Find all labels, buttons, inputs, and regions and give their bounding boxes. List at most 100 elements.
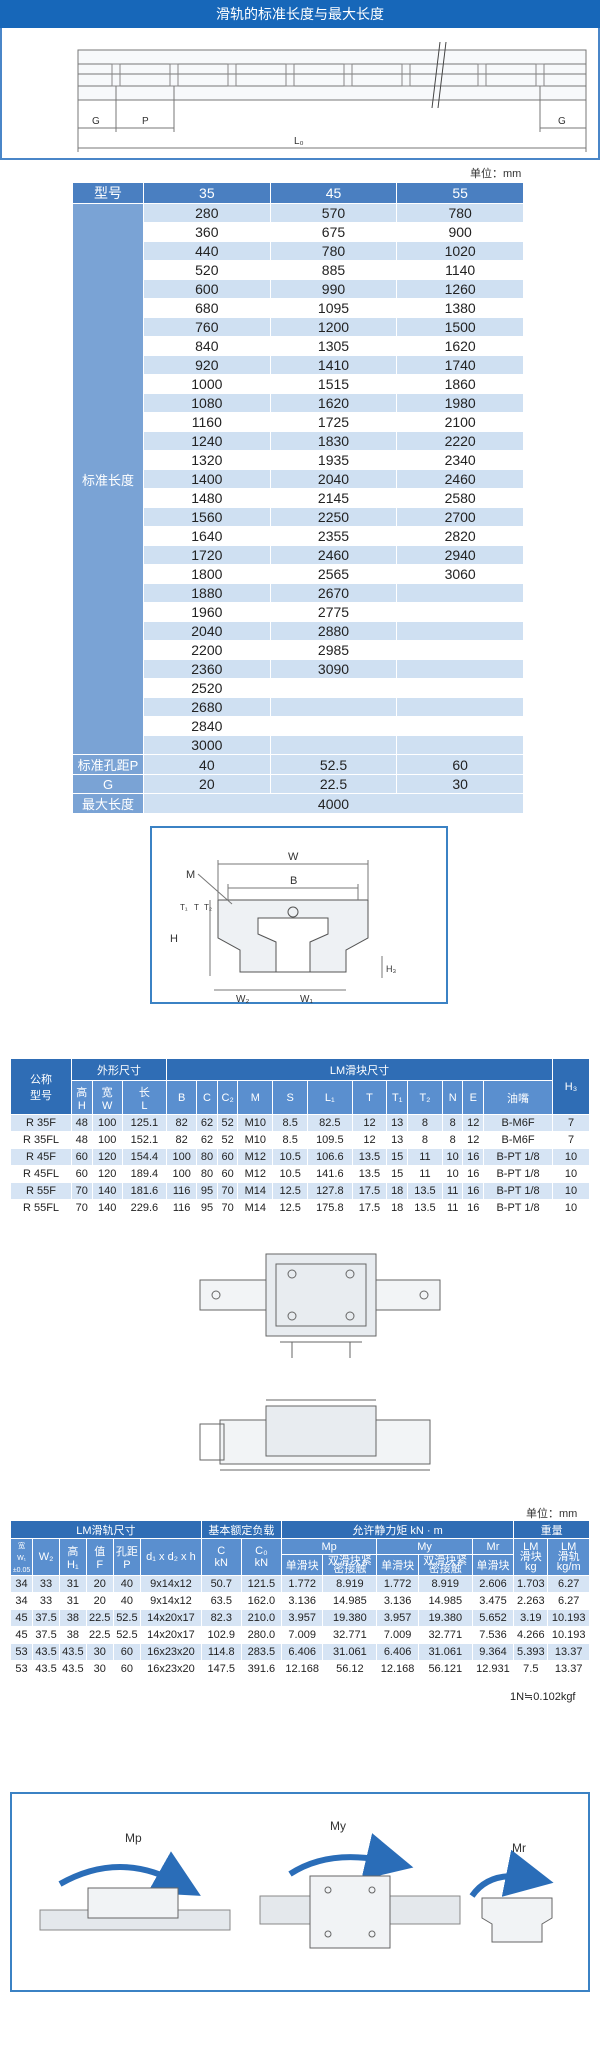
length-cell: 2340 xyxy=(396,450,524,470)
length-cell: 2200 xyxy=(143,640,271,660)
length-cell: 760 xyxy=(143,317,271,337)
load-cell: 33 xyxy=(32,1575,60,1593)
dim-h3: H₃ xyxy=(386,964,396,974)
col-group-load: 基本额定负载 xyxy=(200,1520,282,1539)
rail-load-table: LM滑轨尺寸 基本额定负载 允许静力矩 kN · m 重量 宽 W₁ ±0.05… xyxy=(9,1520,590,1678)
length-cell xyxy=(396,659,524,679)
length-cell: 280 xyxy=(143,203,271,223)
length-cell: 1260 xyxy=(396,279,524,299)
length-cell: 3060 xyxy=(396,564,524,584)
dimension-cell: 62 xyxy=(196,1131,218,1149)
load-cell: 31.061 xyxy=(417,1643,473,1661)
load-cell: 283.5 xyxy=(240,1643,282,1661)
col-c: C kN xyxy=(200,1538,242,1576)
dimension-cell: 13.5 xyxy=(407,1199,443,1217)
length-cell: 1830 xyxy=(269,431,398,451)
dimension-cell: 13 xyxy=(386,1131,408,1149)
dimension-cell: 7 xyxy=(552,1131,590,1149)
load-cell: 6.406 xyxy=(376,1643,419,1661)
length-cell xyxy=(269,735,398,755)
length-cell: 1305 xyxy=(269,336,398,356)
load-cell: 40 xyxy=(112,1592,142,1610)
length-cell: 2840 xyxy=(143,716,271,736)
dimension-cell: 154.4 xyxy=(121,1148,168,1166)
dimension-cell: B-M6F xyxy=(483,1114,553,1132)
unit-label: 单位：mm xyxy=(470,168,522,180)
col-lm-10: E xyxy=(462,1080,485,1115)
col-55: 55 xyxy=(396,182,524,204)
load-cell: 30 xyxy=(85,1643,114,1661)
load-cell: 43.5 xyxy=(58,1660,87,1678)
dimension-cell: 60 xyxy=(216,1148,239,1166)
dimension-cell: 109.5 xyxy=(307,1131,353,1149)
length-cell xyxy=(396,697,524,717)
length-cell: 2680 xyxy=(143,697,271,717)
dimension-cell: 189.4 xyxy=(121,1165,168,1183)
load-cell: 38 xyxy=(58,1609,87,1627)
col-lm-9: N xyxy=(441,1080,464,1115)
max-length-label: 最大长度 xyxy=(72,793,144,814)
length-cell: 2670 xyxy=(269,583,398,603)
load-cell: 6.27 xyxy=(547,1592,590,1610)
load-cell: 391.6 xyxy=(240,1660,282,1678)
dimension-cell: 152.1 xyxy=(121,1131,168,1149)
length-cell: 1960 xyxy=(143,602,271,622)
dimension-cell: R 55F xyxy=(10,1182,72,1200)
dimension-cell: 10.5 xyxy=(272,1165,309,1183)
length-cell: 2460 xyxy=(269,545,398,565)
dim-l0: L₀ xyxy=(294,136,304,147)
dimension-cell: 175.8 xyxy=(307,1199,353,1217)
dimension-cell: 10.5 xyxy=(272,1148,309,1166)
max-length-value: 4000 xyxy=(143,793,524,814)
load-cell: 1.772 xyxy=(280,1575,324,1593)
dimension-cell: 48 xyxy=(71,1131,93,1149)
load-cell: 8.919 xyxy=(417,1575,473,1593)
dimension-cell: 100 xyxy=(166,1148,198,1166)
dim-m: M xyxy=(186,869,195,881)
col-model: 型号 xyxy=(72,182,144,204)
dimension-cell: 80 xyxy=(196,1148,218,1166)
table-row: 3000 xyxy=(73,735,524,755)
load-cell: 3.19 xyxy=(513,1609,549,1627)
load-cell: 7.5 xyxy=(513,1660,549,1678)
load-cell: 20 xyxy=(85,1575,114,1593)
dim-t: T xyxy=(194,903,199,912)
load-cell: 56.12 xyxy=(322,1660,378,1678)
length-cell: 440 xyxy=(143,241,271,261)
dimension-cell: M12 xyxy=(237,1165,274,1183)
col-lm-7: T₁ xyxy=(386,1080,408,1115)
load-cell: 3.475 xyxy=(471,1592,515,1610)
dimension-cell: 100 xyxy=(91,1131,123,1149)
dimension-cell: B-PT 1/8 xyxy=(483,1165,553,1183)
dimension-cell: 16 xyxy=(462,1165,485,1183)
length-cell: 1095 xyxy=(269,298,398,318)
col-lm-11: 油嘴 xyxy=(483,1080,553,1115)
dimension-cell: 7 xyxy=(552,1114,590,1132)
dimension-cell: 60 xyxy=(216,1165,239,1183)
dimension-cell: 95 xyxy=(196,1182,218,1200)
dimension-cell: R 35FL xyxy=(10,1131,72,1149)
col-lm-1: C xyxy=(196,1080,218,1115)
load-cell: 114.8 xyxy=(200,1643,242,1661)
pitch-row-cell: 60 xyxy=(396,754,524,775)
length-cell: 675 xyxy=(269,222,398,242)
load-cell: 102.9 xyxy=(200,1626,242,1644)
dimension-cell: 70 xyxy=(71,1199,93,1217)
dim-p: P xyxy=(142,116,149,127)
dimension-cell: 10 xyxy=(552,1199,590,1217)
length-cell: 780 xyxy=(269,241,398,261)
length-cell: 2355 xyxy=(269,526,398,546)
dimension-cell: 11 xyxy=(441,1182,464,1200)
dimension-cell: 120 xyxy=(91,1148,123,1166)
load-cell: 7.009 xyxy=(280,1626,324,1644)
